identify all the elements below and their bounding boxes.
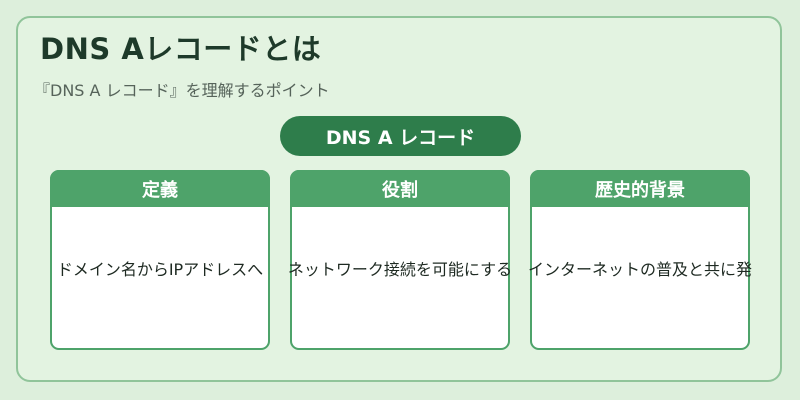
card-history-body: インターネットの普及と共に発: [527, 260, 753, 279]
card-role-body: ネットワーク接続を可能にする: [287, 260, 513, 279]
card-definition: 定義 ドメイン名からIPアドレスへ: [50, 170, 270, 350]
card-definition-heading: 定義: [50, 170, 270, 207]
card-definition-body: ドメイン名からIPアドレスへ: [56, 260, 264, 279]
center-label-pill: DNS A レコード: [280, 116, 521, 156]
card-role: 役割 ネットワーク接続を可能にする: [287, 170, 513, 350]
card-history-heading: 歴史的背景: [530, 170, 750, 207]
card-history: 歴史的背景 インターネットの普及と共に発: [527, 170, 753, 350]
page-title: DNS Aレコードとは: [40, 32, 322, 66]
page-subtitle: 『DNS A レコード』を理解するポイント: [34, 81, 330, 100]
card-role-heading: 役割: [290, 170, 510, 207]
